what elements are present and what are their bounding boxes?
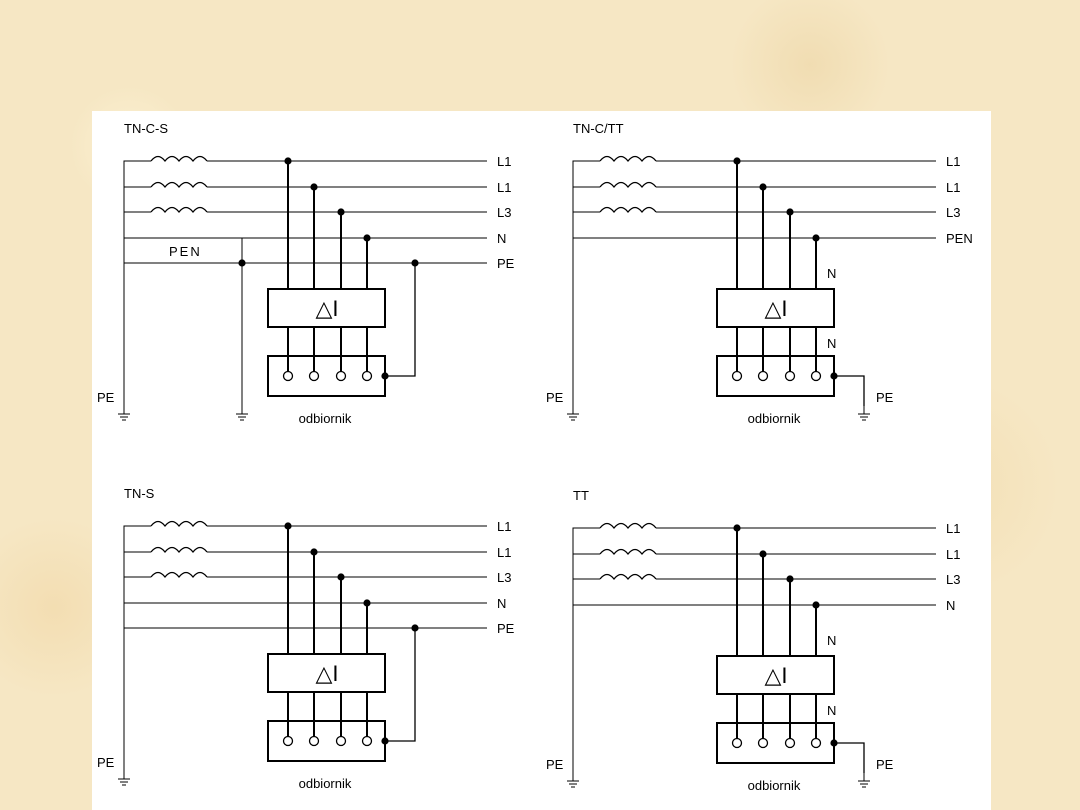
load-label: odbiornik — [748, 411, 801, 426]
diagram-title: TN-C-S — [124, 121, 168, 136]
device-symbol: △I — [315, 296, 338, 321]
line-label: L3 — [946, 572, 960, 587]
device-symbol: △I — [315, 661, 338, 686]
line-label: PE — [497, 621, 515, 636]
earth-label: PE — [97, 755, 115, 770]
diagram-panel: TN-C-S — [92, 111, 991, 810]
line-label: L1 — [497, 519, 511, 534]
device-symbol: △I — [764, 296, 787, 321]
earth-label: PE — [546, 390, 564, 405]
n-label: N — [827, 703, 836, 718]
line-label: N — [497, 231, 506, 246]
n-label: N — [827, 633, 836, 648]
line-label: L3 — [497, 205, 511, 220]
earth-label: PE — [546, 757, 564, 772]
line-label: L1 — [946, 547, 960, 562]
line-label: L1 — [497, 154, 511, 169]
line-label: PEN — [946, 231, 973, 246]
line-label: N — [497, 596, 506, 611]
diagram-tn-c-s: TN-C-S — [97, 121, 515, 426]
diagram-tt: TT △I L1 L1 — [546, 488, 960, 793]
wiring-diagrams: TN-C-S — [97, 121, 973, 793]
line-label: N — [946, 598, 955, 613]
line-label: L1 — [497, 545, 511, 560]
diagram-title: TT — [573, 488, 589, 503]
line-label: L1 — [497, 180, 511, 195]
line-label: L1 — [946, 521, 960, 536]
line-label: L3 — [946, 205, 960, 220]
device-symbol: △I — [764, 663, 787, 688]
load-label: odbiornik — [299, 776, 352, 791]
diagram-title: TN-C/TT — [573, 121, 624, 136]
diagram-tn-s: TN-S △I L1 — [97, 486, 515, 791]
load-label: odbiornik — [748, 778, 801, 793]
pen-label: PEN — [169, 244, 202, 259]
earth-label: PE — [876, 757, 894, 772]
diagram-title: TN-S — [124, 486, 155, 501]
earth-label: PE — [876, 390, 894, 405]
line-label: PE — [497, 256, 515, 271]
line-label: L1 — [946, 154, 960, 169]
n-label: N — [827, 336, 836, 351]
earth-label: PE — [97, 390, 115, 405]
n-label: N — [827, 266, 836, 281]
load-label: odbiornik — [299, 411, 352, 426]
line-label: L1 — [946, 180, 960, 195]
line-label: L3 — [497, 570, 511, 585]
diagram-tn-c-tt: TN-C/TT △I L1 — [546, 121, 973, 426]
